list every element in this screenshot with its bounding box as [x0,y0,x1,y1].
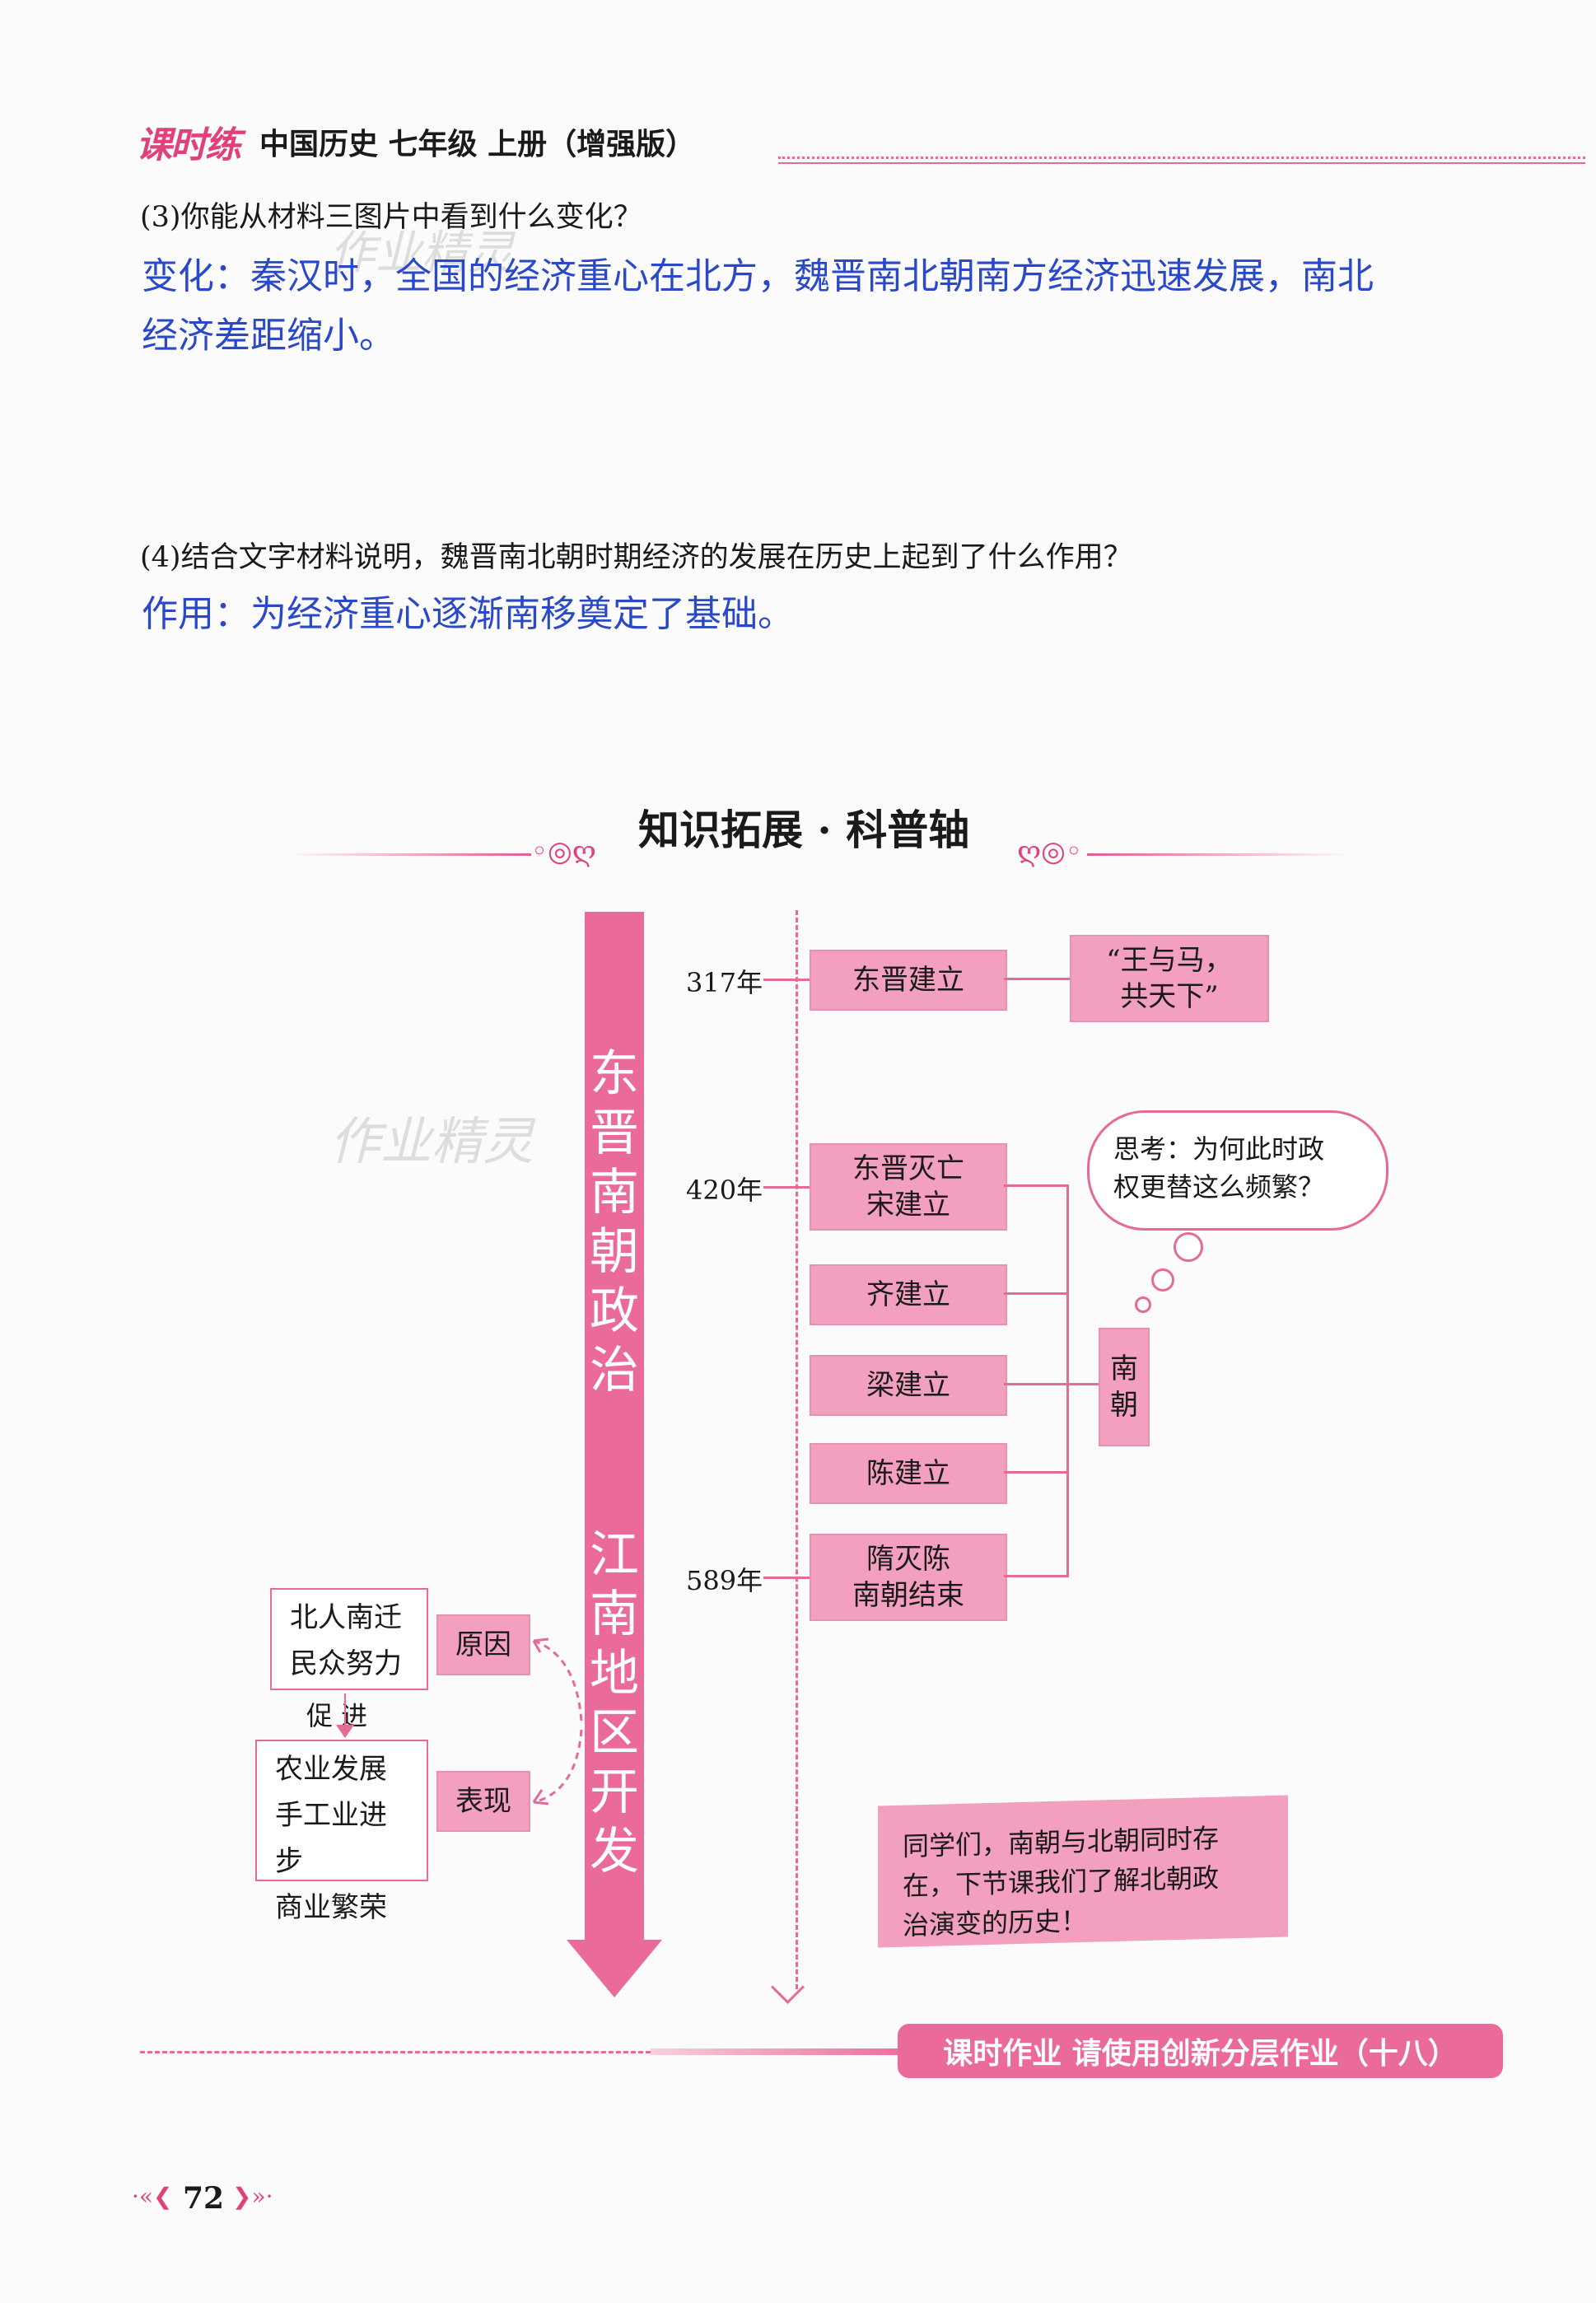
thought-dot-3 [1135,1296,1151,1313]
axis-label-development: 江南地区开发 [585,1525,644,1881]
event-song-founded: 东晋灭亡宋建立 [810,1143,1007,1231]
homework-reference: 课时作业 请使用创新分层作业（十八） [898,2024,1503,2078]
bracket-vertical [1066,1184,1069,1577]
question-4: (4)结合文字材料说明，魏晋南北朝时期经济的发展在历史上起到了什么作用？ [140,534,1132,576]
bracket-h-2 [1004,1292,1066,1295]
southern-dynasties-label: 南朝 [1099,1328,1150,1446]
page-number-ornament-right: ❯»· [232,2183,273,2210]
answer-3-line1: 变化：秦汉时，全国的经济重心在北方，魏晋南北朝南方经济迅速发展，南北 [142,247,1374,306]
tick-420 [763,1186,810,1189]
event-chen-founded: 陈建立 [810,1443,1007,1504]
timeline-arrowhead [771,1970,805,2004]
page-number: 72 [183,2181,224,2216]
results-box: 农业发展手工业进步商业繁荣 [255,1740,428,1881]
header-rule-solid [778,162,1585,164]
footer-solid-rule [651,2048,914,2055]
year-589: 589年 [686,1560,763,1598]
quote-box: “王与马，共天下” [1070,935,1269,1022]
brand-logo: 课时练 [136,115,240,168]
bracket-h-4 [1004,1471,1066,1474]
year-317: 317年 [686,962,763,1000]
causes-box: 北人南迁民众努力 [270,1588,428,1690]
bracket-h-1 [1004,1184,1066,1187]
double-arrows [527,1623,593,1820]
event-liang-founded: 梁建立 [810,1355,1007,1416]
event-east-jin-founded: 东晋建立 [810,950,1007,1011]
tick-589 [763,1577,810,1579]
event-sui-conquers-chen: 隋灭陈南朝结束 [810,1534,1007,1621]
note-box: 同学们，南朝与北朝同时存在，下节课我们了解北朝政治演变的历史！ [878,1795,1288,1947]
book-title: 中国历史 七年级 上册（增强版） [259,120,695,163]
bracket-h-3 [1004,1383,1099,1385]
bracket-h-5 [1004,1575,1066,1577]
title-deco-line-right [1087,853,1351,856]
cause-label: 原因 [436,1614,530,1675]
main-axis-arrowhead [567,1940,662,1997]
performance-label: 表现 [436,1771,530,1832]
header-rule [778,156,1585,159]
answer-3-line2: 经济差距缩小。 [142,306,395,366]
quote-connector [1004,978,1070,980]
answer-4: 作用：为经济重心逐渐南移奠定了基础。 [142,585,794,644]
thought-dot-2 [1151,1268,1174,1292]
title-ornament-left: ◦◎ღ [531,835,596,868]
footer-dashed-rule [140,2051,651,2053]
title-ornament-right: ღ◎◦ [1017,835,1082,868]
axis-label-politics: 东晋南朝政治 [585,1044,644,1400]
thought-dot-1 [1174,1232,1203,1262]
tick-317 [763,979,810,981]
watermark-2: 作业精灵 [329,1100,534,1174]
promote-arrowhead [336,1725,354,1738]
event-qi-founded: 齐建立 [810,1264,1007,1325]
page-number-ornament-left: ·«❮ [132,2183,173,2210]
title-deco-line-left [288,853,531,856]
year-420: 420年 [686,1170,763,1208]
section-title: 知识拓展 · 科普轴 [638,797,969,857]
think-question: 思考：为何此时政权更替这么频繁？ [1113,1130,1324,1206]
timeline-dashed-line [796,910,798,1989]
